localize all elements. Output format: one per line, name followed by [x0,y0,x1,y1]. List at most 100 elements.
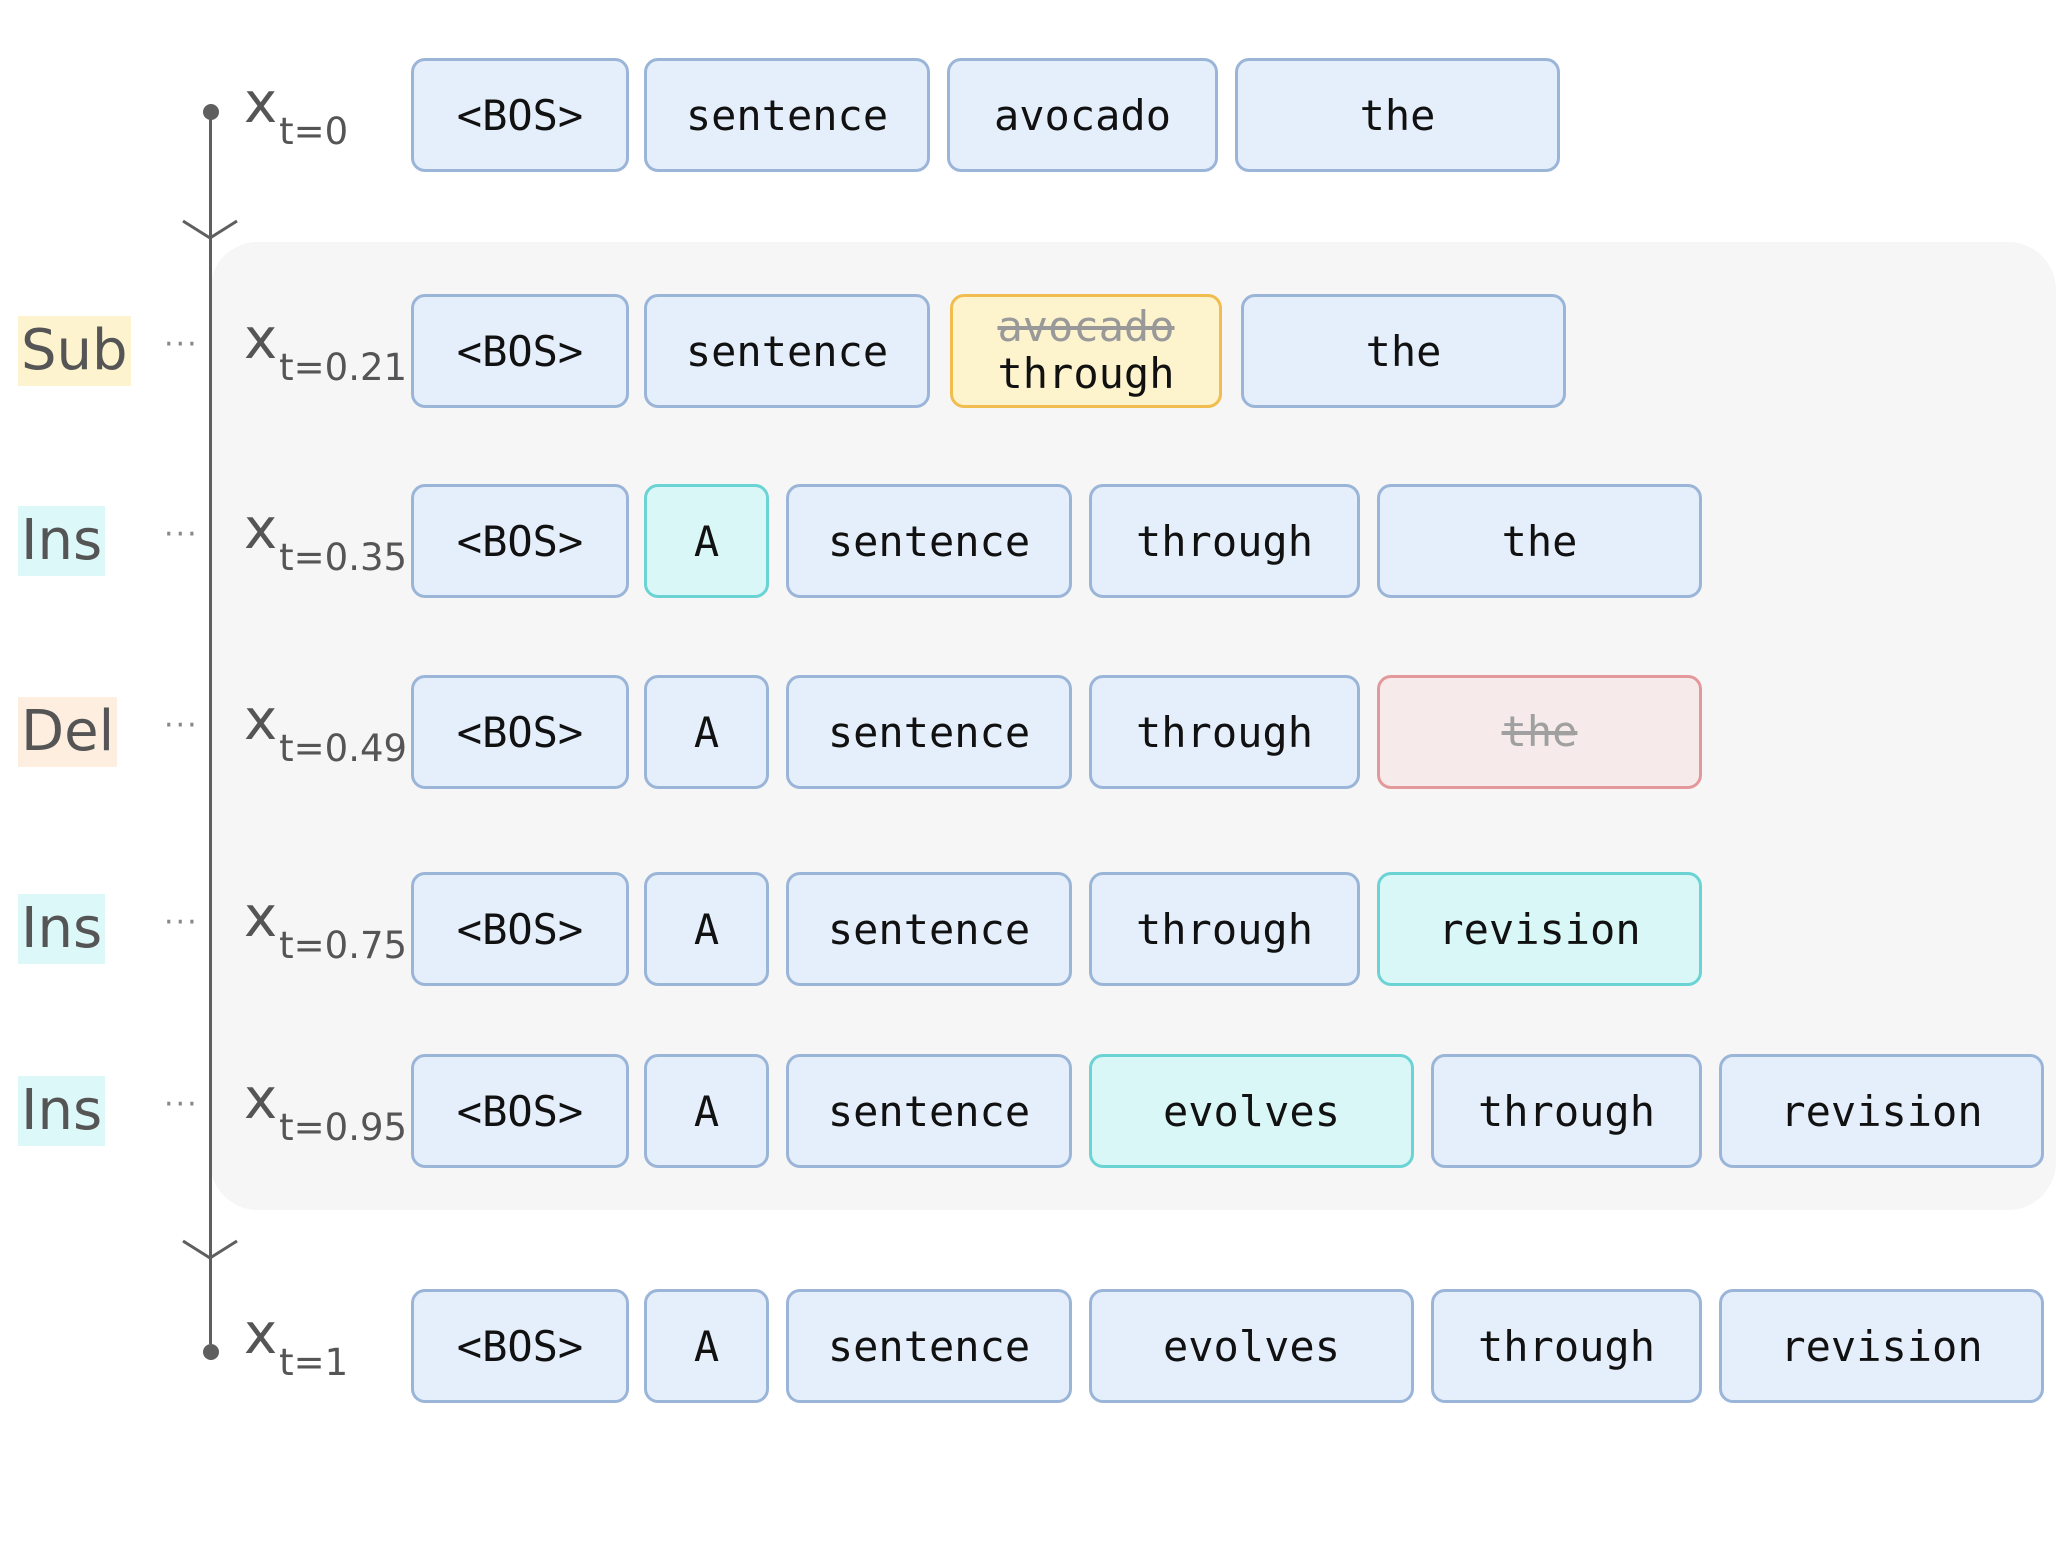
connector-dots-icon: ··· [164,905,199,940]
token-text: sentence [685,90,889,140]
token-normal: revision [1719,1289,2044,1403]
token-text: through [1477,1321,1655,1371]
time-step-label: xt=1 [244,1302,348,1384]
token-text: sentence [827,707,1031,757]
token-text: A [693,516,720,566]
token-text: A [693,1086,720,1136]
operation-label-ins: Ins [18,506,106,576]
token-normal: A [644,1054,769,1168]
time-subscript: t=0.75 [279,924,408,967]
axis-arrow-bottom-icon [182,1239,238,1260]
time-subscript: t=0.95 [279,1106,408,1149]
token-normal: <BOS> [411,294,629,408]
time-step-label: xt=0.49 [244,688,407,770]
token-normal: through [1089,872,1360,986]
token-text: <BOS> [456,90,584,140]
token-text: sentence [827,1321,1031,1371]
token-normal: sentence [786,872,1072,986]
axis-start-dot [203,104,219,120]
operation-label-ins: Ins [18,894,106,964]
token-old-text: avocado [997,302,1175,351]
token-text: through [1135,707,1313,757]
token-text: evolves [1162,1086,1340,1136]
time-step-label: xt=0.35 [244,497,407,579]
token-normal: sentence [644,58,930,172]
token-normal: <BOS> [411,1289,629,1403]
token-text: revision [1780,1321,1983,1371]
token-normal: the [1241,294,1566,408]
token-text: the [1501,516,1578,566]
token-text: sentence [685,326,889,376]
token-deleted-text: the [1501,707,1578,756]
token-text: A [693,1321,720,1371]
token-text: sentence [827,904,1031,954]
time-step-label: xt=0.95 [244,1067,407,1149]
token-normal: <BOS> [411,1054,629,1168]
token-normal: avocado [947,58,1218,172]
token-normal: the [1377,484,1702,598]
time-subscript: t=0.35 [279,536,408,579]
axis-end-dot [203,1344,219,1360]
token-normal: through [1431,1289,1702,1403]
time-subscript: t=0.49 [279,727,408,770]
token-inserted: A [644,484,769,598]
token-normal: sentence [786,1289,1072,1403]
token-normal: <BOS> [411,58,629,172]
token-text: <BOS> [456,516,584,566]
token-normal: A [644,872,769,986]
token-text: A [693,904,720,954]
token-text: <BOS> [456,326,584,376]
token-text: revision [1438,904,1641,954]
connector-dots-icon: ··· [164,517,199,552]
token-text: through [1135,516,1313,566]
token-text: <BOS> [456,1086,584,1136]
state-variable: x [244,307,278,372]
token-text: revision [1780,1086,1983,1136]
token-text: through [1477,1086,1655,1136]
token-normal: through [1089,675,1360,789]
token-normal: A [644,675,769,789]
time-subscript: t=1 [279,1341,349,1384]
token-normal: sentence [786,675,1072,789]
token-text: sentence [827,516,1031,566]
token-text: avocado [993,90,1171,140]
token-text: <BOS> [456,904,584,954]
token-inserted: revision [1377,872,1702,986]
token-normal: A [644,1289,769,1403]
operation-label-ins: Ins [18,1076,106,1146]
token-text: evolves [1162,1321,1340,1371]
token-new-text: through [997,349,1175,398]
token-text: the [1359,90,1436,140]
token-normal: sentence [786,484,1072,598]
state-variable: x [244,497,278,562]
token-text: <BOS> [456,707,584,757]
token-normal: <BOS> [411,484,629,598]
connector-dots-icon: ··· [164,327,199,362]
token-text: the [1365,326,1442,376]
time-subscript: t=0.21 [279,346,408,389]
state-variable: x [244,688,278,753]
token-text: A [693,707,720,757]
time-axis [209,112,212,1344]
token-normal: <BOS> [411,675,629,789]
state-variable: x [244,71,278,136]
token-normal: through [1089,484,1360,598]
token-normal: <BOS> [411,872,629,986]
connector-dots-icon: ··· [164,708,199,743]
token-normal: sentence [644,294,930,408]
token-inserted: evolves [1089,1054,1414,1168]
token-text: <BOS> [456,1321,584,1371]
operation-label-del: Del [18,697,118,767]
connector-dots-icon: ··· [164,1087,199,1122]
token-normal: the [1235,58,1560,172]
time-step-label: xt=0.21 [244,307,407,389]
axis-arrow-top-icon [182,219,238,240]
time-subscript: t=0 [279,110,349,153]
token-text: through [1135,904,1313,954]
token-normal: evolves [1089,1289,1414,1403]
time-step-label: xt=0 [244,71,348,153]
token-deleted: the [1377,675,1702,789]
token-normal: sentence [786,1054,1072,1168]
